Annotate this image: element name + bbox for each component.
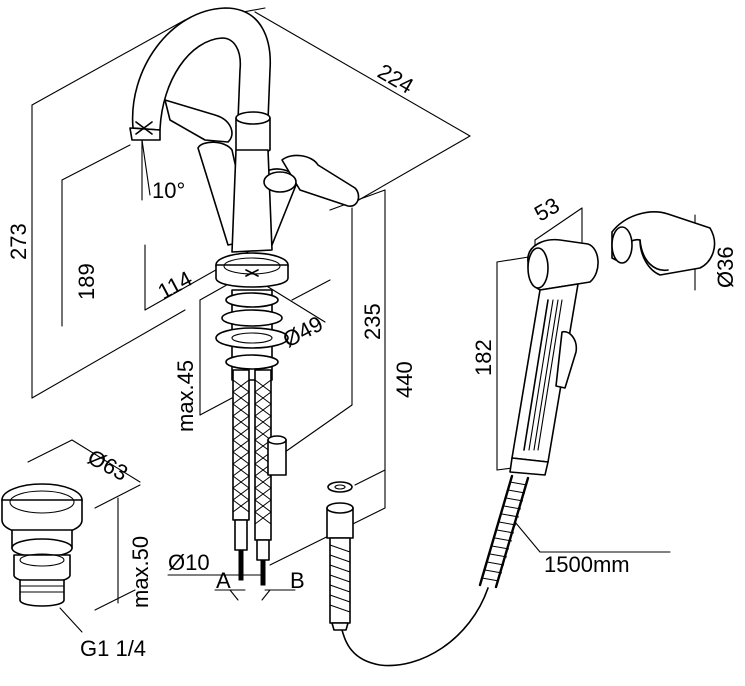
dim-body-length: 235: [360, 303, 385, 340]
dim-spout-angle: 10°: [152, 178, 185, 203]
wall-holder: [611, 211, 716, 276]
hand-shower: [341, 238, 599, 667]
dim-connection-b: B: [290, 568, 305, 593]
dim-hand-shower-width: 53: [530, 192, 564, 226]
dim-hand-shower-length: 182: [471, 339, 496, 376]
dim-spout-reach: 224: [374, 59, 418, 99]
shower-hose-connection: [326, 481, 354, 631]
dim-total-height: 273: [6, 223, 31, 260]
dim-connection-a: A: [216, 568, 231, 593]
dim-holder-diameter: Ø36: [713, 246, 738, 288]
dim-hose-length: 440: [392, 361, 417, 398]
faucet-body: [129, 7, 360, 586]
dim-base-diameter: Ø49: [279, 311, 327, 353]
dim-waste-thread: G1 1/4: [80, 636, 146, 661]
popup-waste: [1, 483, 83, 607]
dimension-labels: 224 273 189 10° 114 Ø49 max.45 235 440 5…: [6, 59, 738, 661]
dim-centre-distance: 114: [154, 266, 197, 305]
dim-spout-height: 189: [74, 263, 99, 300]
dim-deck-thickness: max.45: [173, 360, 198, 432]
dim-connection-diameter: Ø10: [168, 550, 210, 575]
dim-shower-hose-length: 1500mm: [544, 552, 630, 577]
dim-waste-thickness: max.50: [128, 536, 153, 608]
dimension-lines: [27, 7, 696, 633]
dim-waste-diameter: Ø63: [84, 444, 132, 486]
